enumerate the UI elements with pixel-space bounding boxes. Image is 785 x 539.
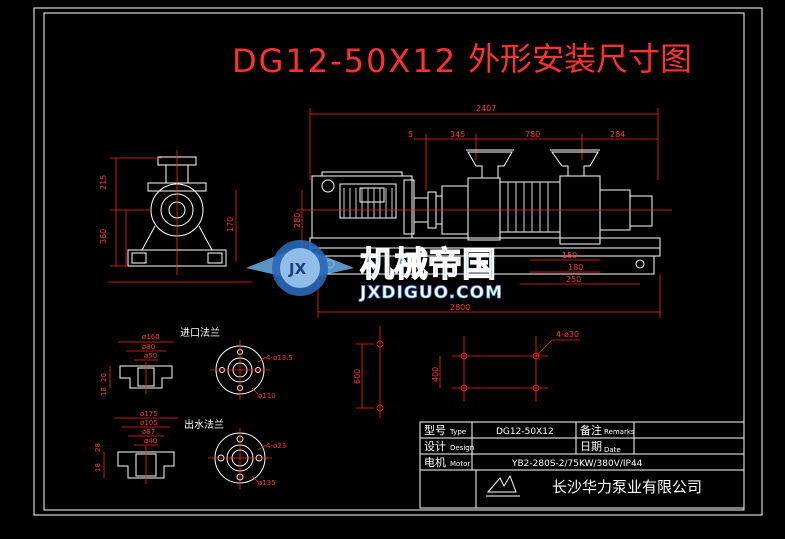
dim-170: 170 [226, 217, 235, 232]
dim-360: 360 [99, 229, 108, 244]
dim-250: 250 [566, 275, 581, 284]
design-label-en: Design [450, 444, 474, 452]
dim-284: 284 [610, 130, 625, 139]
motor-label: 电机 [424, 455, 446, 469]
title-subtitle: 外形安装尺寸图 [468, 40, 692, 78]
dim-345: 345 [450, 130, 465, 139]
design-label: 设计 [424, 440, 446, 453]
dim-215: 215 [99, 175, 108, 190]
foundation-layout: 600 400 4-ø30 [353, 326, 580, 418]
inlet-dia-outer: ø160 [142, 333, 160, 341]
top-dimensions: 2407 5 345 780 284 [309, 104, 659, 190]
dim-overall-length: 2407 [476, 104, 496, 113]
inner-frame [43, 12, 745, 511]
date-label: 日期 [580, 440, 602, 453]
outlet-dia-outer: ø175 [140, 410, 158, 418]
outer-frame [33, 7, 763, 516]
outlet-dia-inner: ø87 [142, 428, 155, 436]
inlet-dia-inner: ø50 [144, 352, 157, 360]
title-block: 型号 Type DG12-50X12 备注 Remarks 设计 Design … [419, 421, 745, 509]
outlet-flange-label: 出水法兰 [184, 418, 224, 431]
inlet-flange-label: 进口法兰 [180, 326, 220, 339]
pump-assembly: 280 150 180 250 2800 [293, 149, 672, 318]
inlet-side-a: 20 [100, 373, 108, 382]
dim-180: 180 [568, 263, 583, 272]
dim-600: 600 [353, 369, 362, 384]
watermark-logo: JX [246, 240, 354, 296]
dim-2800: 2800 [450, 303, 470, 312]
pump-end-view: 215 360 170 [99, 150, 252, 283]
dim-holes: 4-ø30 [556, 330, 579, 339]
outlet-flange-section: 出水法兰 ø175 ø105 ø87 ø40 28 18 4-ø23 ø135 [94, 410, 286, 490]
title-model-code: DG12-50X12 [232, 42, 457, 80]
company-name: 长沙华力泵业有限公司 [552, 478, 702, 496]
date-label-en: Date [604, 446, 621, 454]
inlet-dia-mid: ø80 [142, 343, 155, 351]
inlet-side-b: 18 [100, 387, 108, 396]
outlet-side-b: 18 [94, 463, 102, 472]
motor-label-en: Motor [450, 460, 470, 468]
company-logo-icon [486, 474, 520, 497]
watermark-logo-letters: JX [288, 260, 307, 278]
inlet-bolt-holes: 4-ø13.5 [266, 354, 293, 362]
dim-400: 400 [431, 367, 440, 382]
outlet-dia-bore: ø40 [144, 437, 157, 445]
remarks-label-en: Remarks [604, 428, 635, 436]
dim-150: 150 [562, 251, 577, 260]
dim-780: 780 [525, 130, 540, 139]
motor-value: YB2-280S-2/75KW/380V/IP44 [511, 459, 643, 469]
inlet-flange-section: 进口法兰 ø160 ø80 ø50 20 18 4-ø13.5 ø110 [100, 326, 293, 400]
type-value: DG12-50X12 [496, 427, 554, 437]
outlet-bolt-holes: 4-ø23 [266, 442, 286, 450]
watermark-en: JXDIGUO.COM [359, 283, 503, 303]
watermark-cn: 机械帝国 [360, 245, 496, 285]
inlet-bolt-circle: ø110 [258, 392, 276, 400]
outlet-side-a: 28 [94, 443, 102, 452]
outlet-bolt-circle: ø135 [258, 479, 276, 487]
remarks-label: 备注 [580, 423, 602, 437]
outlet-dia-mid: ø105 [140, 419, 158, 427]
dim-5: 5 [408, 130, 413, 139]
dim-280: 280 [293, 213, 302, 228]
type-label-en: Type [449, 428, 466, 436]
type-label: 型号 [424, 423, 446, 437]
